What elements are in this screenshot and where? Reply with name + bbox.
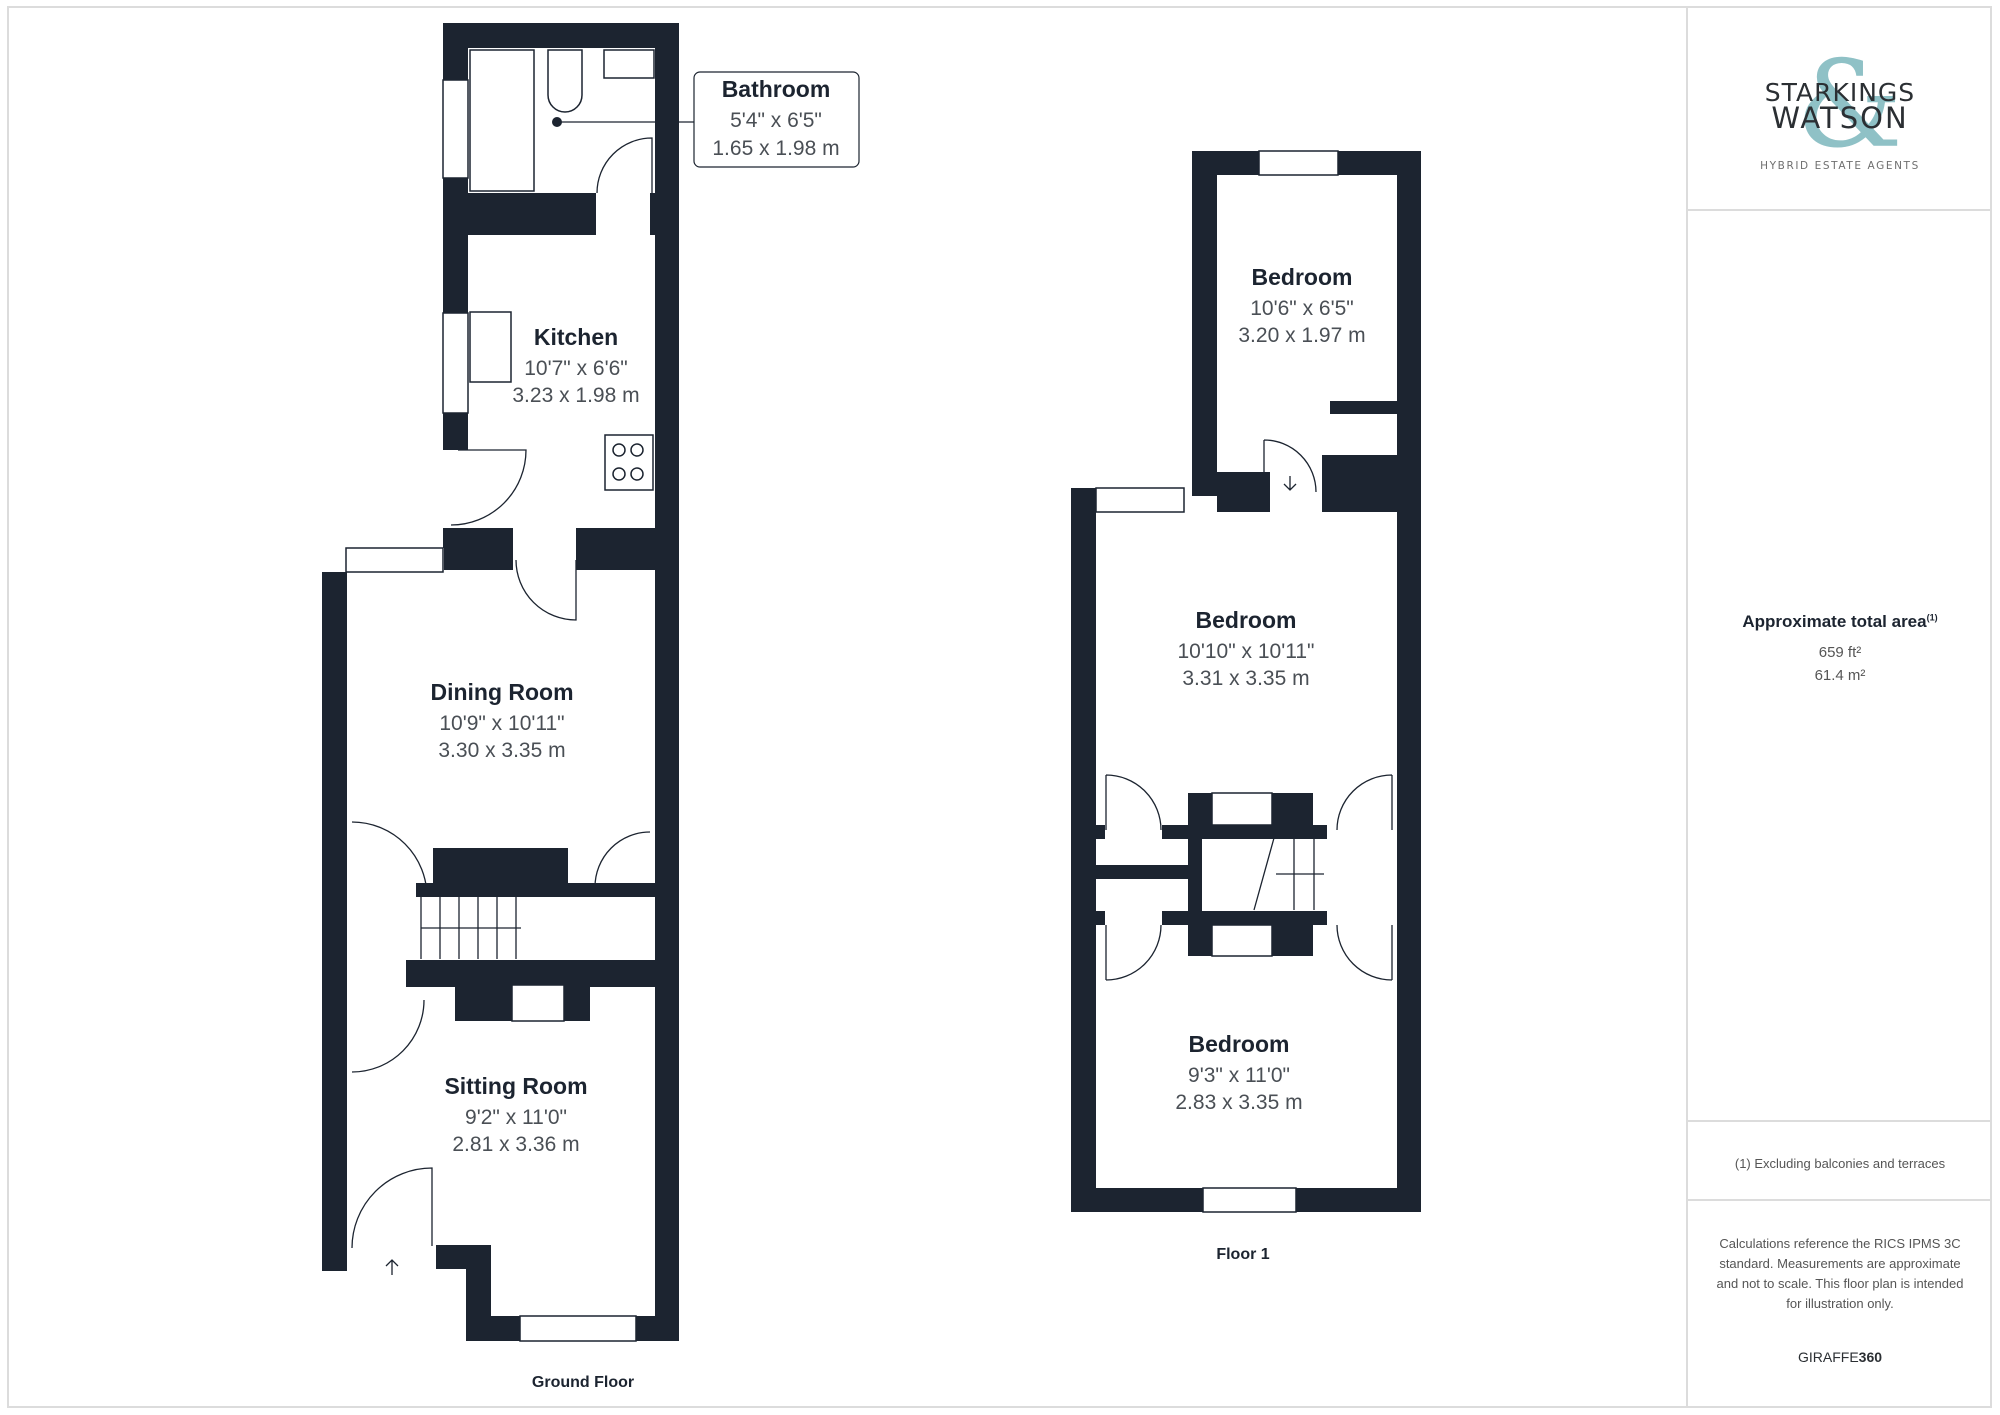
room-name: Sitting Room: [444, 1073, 587, 1099]
room-dim-metric: 2.83 x 3.35 m: [1175, 1091, 1302, 1114]
giraffe360-credit: GIRAFFE360: [1688, 1349, 1992, 1365]
room-name: Dining Room: [430, 679, 573, 705]
divider: [1688, 1120, 1992, 1122]
room-dim-imperial: 10'6" x 6'5": [1250, 297, 1354, 320]
room-name: Bedroom: [1196, 607, 1297, 633]
footnote-marker: (1): [1926, 612, 1938, 623]
brand-name-line1: STARKINGS: [1764, 78, 1916, 107]
footnote-text: (1) Excluding balconies and terraces: [1734, 1156, 1946, 1171]
room-name: Bedroom: [1189, 1031, 1290, 1057]
room-dim-imperial: 9'3" x 11'0": [1188, 1064, 1290, 1087]
info-panel: & STARKINGS WATSON HYBRID ESTATE AGENTS …: [1686, 6, 1992, 1408]
divider: [1688, 209, 1992, 211]
divider: [1688, 1199, 1992, 1201]
floor-1-fixtures: [1095, 150, 1339, 1213]
brand-tagline: HYBRID ESTATE AGENTS: [1760, 160, 1920, 172]
room-dim-imperial: 10'7" x 6'6": [524, 357, 628, 380]
ampersand-logo-icon: &: [1796, 36, 1903, 175]
room-dim-imperial: 10'9" x 10'11": [439, 712, 564, 735]
floor-label-ground: Ground Floor: [532, 1374, 634, 1391]
room-dim-metric: 2.81 x 3.36 m: [452, 1133, 579, 1156]
room-labels: Bathroom 5'4" x 6'5" 1.65 x 1.98 m Kitch…: [430, 76, 1365, 1391]
total-area-m: 61.4 m²: [1814, 667, 1866, 684]
page-frame: [7, 6, 1992, 1408]
disclaimer-text: Calculations reference the RICS IPMS 3C …: [1716, 1236, 1964, 1311]
room-name: Bedroom: [1252, 264, 1353, 290]
room-dim-metric: 3.31 x 3.35 m: [1182, 667, 1309, 690]
room-dim-metric: 1.65 x 1.98 m: [712, 137, 839, 160]
ground-floor-fixtures: [345, 49, 655, 1342]
total-area-title-text: Approximate total area: [1742, 612, 1927, 631]
bathroom-label-box: [693, 71, 860, 168]
brand-logo: & STARKINGS WATSON HYBRID ESTATE AGENTS: [1688, 6, 1992, 209]
room-dim-metric: 3.20 x 1.97 m: [1238, 324, 1365, 347]
total-area-title: Approximate total area(1): [1688, 612, 1992, 632]
total-area-section: Approximate total area(1) 659 ft² 61.4 m…: [1688, 612, 1992, 684]
room-dim-imperial: 10'10" x 10'11": [1178, 640, 1315, 663]
brand-name-line2: WATSON: [1771, 101, 1909, 135]
room-dim-imperial: 5'4" x 6'5": [730, 109, 822, 132]
room-dim-imperial: 9'2" x 11'0": [465, 1106, 567, 1129]
ground-floor-doors-stairs: [351, 137, 653, 1275]
credit-suffix: 360: [1858, 1349, 1883, 1365]
room-dim-metric: 3.23 x 1.98 m: [512, 384, 639, 407]
total-area-ft: 659 ft²: [1818, 644, 1862, 661]
room-name: Kitchen: [534, 324, 618, 350]
room-name: Bathroom: [722, 76, 831, 102]
floor-1-doors-stairs: [1105, 439, 1393, 981]
room-dim-metric: 3.30 x 3.35 m: [438, 739, 565, 762]
floor-label-first: Floor 1: [1216, 1246, 1269, 1263]
credit-prefix: GIRAFFE: [1797, 1349, 1859, 1365]
